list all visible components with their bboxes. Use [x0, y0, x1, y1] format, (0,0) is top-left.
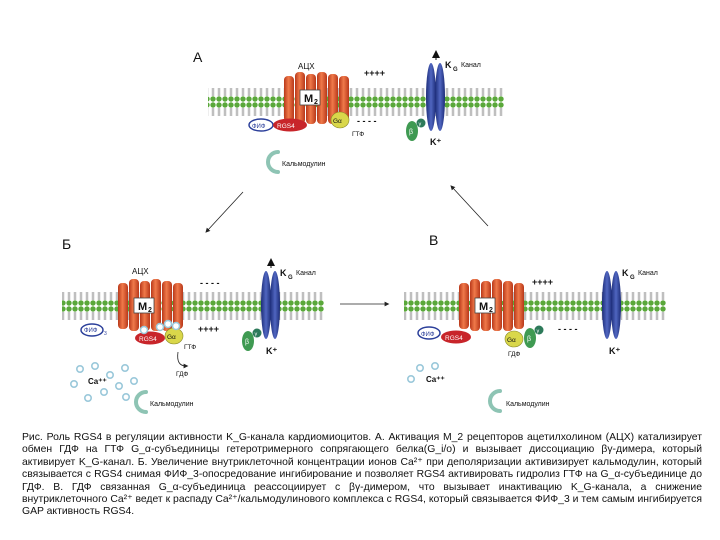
panel-b-pip-sub: 3: [104, 331, 107, 337]
panel-b-gtp-label: ГТФ: [184, 344, 196, 351]
panel-b-membrane: [62, 290, 324, 324]
panel-a-letter: А: [193, 49, 203, 65]
panel-b-pip-blob: [80, 323, 104, 337]
panel-b-ca-label: Ca⁺⁺: [88, 377, 107, 386]
panel-a-membrane: [208, 82, 504, 116]
panel-c-galpha-label: Gα: [507, 337, 516, 344]
panel-b-letter: Б: [62, 236, 71, 252]
panel-b-calmodulin-complex: [139, 319, 181, 335]
panel-a-gamma-label: γ: [419, 122, 422, 128]
panel-b-pip-label: ФИФ: [84, 328, 98, 334]
panel-b-galpha-label: Gα: [167, 334, 176, 341]
panel-c-charge-outside: ++++: [532, 277, 553, 287]
panel-b-beta-blob: [242, 331, 254, 351]
panel-b-kg-label: K: [280, 268, 287, 278]
panel-a-kg-sub: G: [453, 67, 458, 73]
panel-a-charge-inside: - - - -: [357, 116, 377, 126]
panel-b-charge-inside: ++++: [198, 324, 219, 334]
panel-a-m2-sub: 2: [314, 99, 318, 106]
panel-a-galpha-label: Gα: [333, 118, 342, 125]
panel-c-k-ion: K⁺: [609, 346, 620, 356]
panel-a-gamma-blob: [416, 118, 426, 128]
panel-b-gamma-label: γ: [255, 332, 258, 338]
panel-a-ach-label: АЦХ: [298, 62, 315, 71]
panel-a-beta-blob: [406, 121, 418, 141]
panel-a-calmodulin-label: Кальмодулин: [282, 161, 326, 168]
arrow-c-to-a: [450, 185, 489, 227]
panel-b-charge-outside: - - - -: [200, 278, 220, 288]
panel-b-kg-channel: [261, 258, 280, 339]
panel-c-beta-blob: [524, 328, 536, 348]
panel-b-m2-receptor: M 2: [118, 279, 183, 331]
panel-a-pip-label: ФИФ: [252, 124, 266, 130]
panel-b-calmodulin-shape: [134, 390, 148, 414]
panel-c-kg-sub: G: [630, 275, 635, 281]
panel-b-rgs4-blob: [135, 331, 165, 345]
panel-c-pip-blob: [417, 326, 441, 340]
panel-c-rgs4-blob: [441, 330, 471, 344]
panel-b-calmodulin-label: Кальмодулин: [150, 401, 194, 408]
panel-c-gamma-blob: [534, 325, 544, 335]
arrow-a-to-b: [205, 191, 244, 233]
panel-c-m2-receptor: M 2: [459, 279, 524, 331]
panel-b-k-ion: K⁺: [266, 346, 277, 356]
panel-a-calmodulin-shape: [266, 150, 280, 174]
panel-b-m2-sub: 2: [148, 307, 152, 314]
panel-c-membrane: [404, 290, 666, 324]
panel-b-calcium-ions: [70, 361, 139, 402]
panel-c-calcium-ions: [406, 361, 439, 383]
panel-b: Б M 2 АЦХ - - - - ++++ K G Канал ФИФ 3 R: [62, 236, 324, 414]
panel-a-m2-label: M: [304, 93, 313, 105]
panel-c-kg-label: K: [622, 268, 629, 278]
panel-b-beta-label: β: [245, 339, 249, 346]
panel-c-calmodulin-shape: [488, 389, 502, 413]
panel-c-calmodulin-label: Кальмодулин: [506, 401, 550, 408]
panel-c-galpha-blob: [504, 330, 524, 348]
panel-c-beta-label: β: [527, 336, 531, 343]
panel-c-letter: В: [429, 232, 438, 248]
panel-b-kg-word: Канал: [296, 270, 316, 277]
panel-b-gamma-blob: [252, 328, 262, 338]
panel-a-galpha-blob: [330, 111, 350, 129]
panel-b-ach-label: АЦХ: [132, 267, 149, 276]
panel-c-gdp-label: ГДФ: [508, 351, 520, 358]
panel-c-pip-label: ФИФ: [421, 332, 435, 338]
figure-caption: Рис. Роль RGS4 в регуляции активности K_…: [22, 432, 702, 518]
panel-a-gtp-label: ГТФ: [352, 131, 364, 138]
panel-c-gamma-label: γ: [537, 329, 540, 335]
panel-c-rgs4-label: RGS4: [445, 335, 463, 342]
panel-a-kg-word: Канал: [461, 62, 481, 69]
panel-b-kg-sub: G: [288, 275, 293, 281]
panel-c-kg-word: Канал: [638, 270, 658, 277]
panel-a: А M 2 АЦХ ++++ - - - - K G Канал ФИФ: [193, 49, 504, 174]
panel-a-rgs4-label: RGS4: [277, 123, 295, 130]
panel-c-m2-sub: 2: [489, 307, 493, 314]
panel-a-kg-label: K: [445, 60, 452, 70]
panel-c: В M 2 ++++ - - - - K G Канал ФИФ RGS4 Gα…: [404, 232, 666, 413]
panel-c-ca-label: Ca⁺⁺: [426, 375, 445, 384]
panel-c-kg-channel: [602, 271, 621, 339]
panel-b-gdp-label: ГДФ: [176, 371, 188, 378]
panel-b-hydrolysis-arrow: [177, 351, 189, 369]
panel-a-m2-receptor: M 2: [284, 72, 349, 124]
panel-b-m2-label: M: [138, 301, 147, 313]
panel-a-kg-channel: [426, 50, 445, 131]
panel-b-rgs4-label: RGS4: [139, 336, 157, 343]
panel-a-k-ion: K⁺: [430, 137, 441, 147]
panel-a-beta-label: β: [409, 129, 413, 136]
panel-c-m2-label: M: [479, 301, 488, 313]
panel-a-rgs4-blob: [273, 118, 307, 132]
panel-c-charge-inside: - - - -: [558, 324, 578, 334]
panel-a-charge-outside: ++++: [364, 68, 385, 78]
